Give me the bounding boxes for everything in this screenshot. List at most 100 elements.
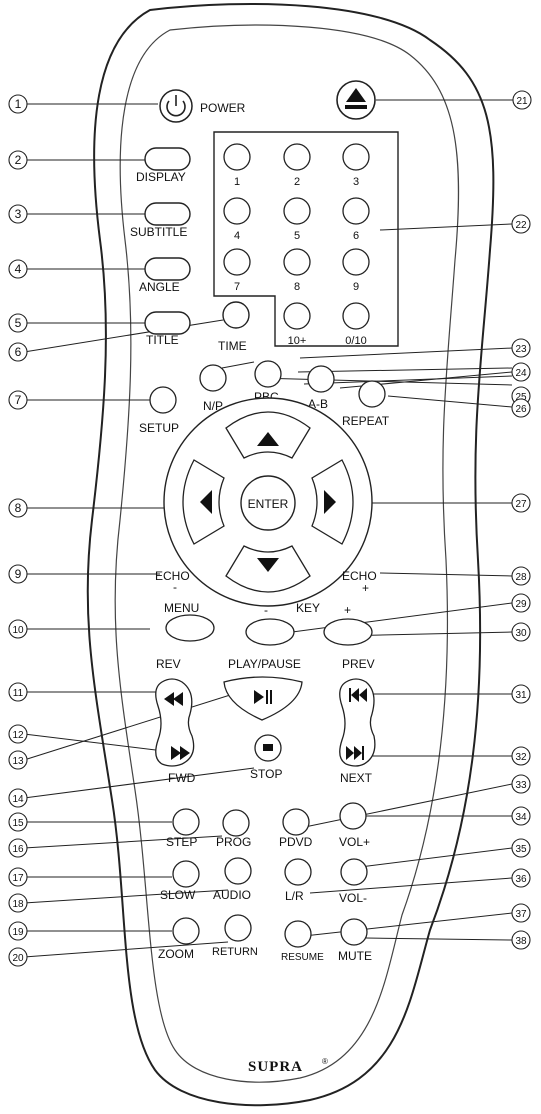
play-pause-button[interactable] (223, 676, 303, 721)
callout-number: 37 (515, 909, 527, 920)
callout-marker (511, 493, 531, 513)
ab-button[interactable] (307, 365, 335, 393)
callout-marker (511, 684, 531, 704)
power-label: POWER (200, 101, 246, 115)
callout-number: 5 (15, 316, 22, 330)
vol-minus-button[interactable] (340, 858, 368, 886)
callouts-right: 21 22 23 24 25 26 27 28 29 30 31 32 33 3… (511, 90, 532, 950)
callout-number: 8 (15, 501, 22, 515)
numpad-label: 6 (353, 230, 359, 242)
title-button[interactable] (144, 311, 191, 335)
callout-number: 4 (15, 262, 22, 276)
callout-marker (511, 362, 531, 382)
leader-lines (23, 103, 255, 958)
callout-marker (8, 313, 28, 333)
lr-button[interactable] (284, 858, 312, 886)
callout-marker (511, 806, 531, 826)
angle-label: ANGLE (139, 280, 180, 294)
numpad-key-5[interactable] (283, 197, 311, 225)
key-plus-button[interactable] (323, 618, 373, 646)
step-button[interactable] (172, 808, 200, 836)
slow-button[interactable] (172, 860, 200, 888)
resume-button[interactable] (284, 920, 312, 948)
callout-number: 10 (12, 625, 24, 636)
audio-button[interactable] (224, 857, 252, 885)
audio-label: AUDIO (213, 888, 251, 902)
remote-outer-outline (86, 3, 495, 1107)
step-label: STEP (166, 835, 197, 849)
numpad-key-0-10[interactable] (342, 302, 370, 330)
eject-icon (345, 88, 367, 109)
zoom-button[interactable] (172, 917, 200, 945)
mute-button[interactable] (340, 918, 368, 946)
fwd-label: FWD (168, 771, 196, 785)
mute-label: MUTE (338, 949, 372, 963)
numpad-label: 7 (234, 281, 240, 293)
time-button[interactable] (222, 301, 250, 329)
callout-number: 29 (515, 599, 527, 610)
skip-next-icon (346, 746, 364, 760)
fast-forward-icon (171, 746, 190, 760)
display-label: DISPLAY (136, 170, 186, 184)
pdvd-button[interactable] (282, 808, 310, 836)
numpad-key-1[interactable] (223, 143, 251, 171)
prog-button[interactable] (222, 809, 250, 837)
callout-marker (8, 724, 28, 744)
callout-number: 30 (515, 628, 527, 639)
display-button[interactable] (144, 147, 191, 171)
numpad-label: 2 (294, 176, 300, 188)
return-label: RETURN (212, 946, 258, 958)
numpad-key-9[interactable] (342, 248, 370, 276)
callouts-left: 1 2 3 4 5 6 7 8 9 10 11 12 13 14 15 16 1… (8, 94, 28, 967)
callout-marker (8, 204, 28, 224)
arrow-left-icon (200, 490, 212, 514)
callout-marker (8, 867, 28, 887)
setup-button[interactable] (149, 386, 177, 414)
np-label: N/P (203, 399, 223, 413)
callout-marker (511, 214, 531, 234)
repeat-label: REPEAT (342, 414, 390, 428)
setup-label: SETUP (139, 421, 179, 435)
callout-number: 14 (12, 794, 24, 805)
rev-label: REV (156, 657, 181, 671)
numpad-key-8[interactable] (283, 248, 311, 276)
callout-marker (511, 398, 531, 418)
numpad-key-10plus[interactable] (283, 302, 311, 330)
callout-marker (8, 682, 28, 702)
vol-plus-button[interactable] (339, 802, 367, 830)
callout-number: 21 (516, 96, 528, 107)
numpad-key-3[interactable] (342, 143, 370, 171)
callout-number: 3 (15, 207, 22, 221)
key-minus-button[interactable] (245, 618, 295, 646)
rev-fwd-rocker[interactable] (155, 678, 195, 767)
callout-number: 33 (515, 780, 527, 791)
callout-number: 11 (13, 688, 24, 699)
brand-logo: SUPRA (248, 1059, 303, 1075)
numpad-key-2[interactable] (283, 143, 311, 171)
enter-button[interactable] (240, 475, 296, 531)
callout-number: 18 (12, 899, 24, 910)
callout-number: 16 (12, 844, 24, 855)
pbc-button[interactable] (254, 360, 282, 388)
callout-marker (511, 903, 531, 923)
callout-marker (8, 788, 28, 808)
callout-marker (511, 930, 531, 950)
callout-number: 7 (15, 393, 22, 407)
return-button[interactable] (224, 914, 252, 942)
callout-number: 26 (515, 404, 527, 415)
callout-marker (8, 921, 28, 941)
repeat-button[interactable] (358, 380, 386, 408)
prev-label: PREV (342, 657, 375, 671)
numpad-label: 10+ (288, 335, 307, 347)
numpad-key-7[interactable] (223, 248, 251, 276)
slow-label: SLOW (160, 888, 196, 902)
angle-button[interactable] (144, 257, 191, 281)
numpad-key-4[interactable] (223, 197, 251, 225)
callout-marker (8, 812, 28, 832)
callout-number: 15 (12, 818, 24, 829)
prog-label: PROG (216, 835, 251, 849)
subtitle-button[interactable] (144, 202, 191, 226)
np-button[interactable] (199, 364, 227, 392)
menu-button[interactable] (165, 614, 215, 642)
numpad-key-6[interactable] (342, 197, 370, 225)
